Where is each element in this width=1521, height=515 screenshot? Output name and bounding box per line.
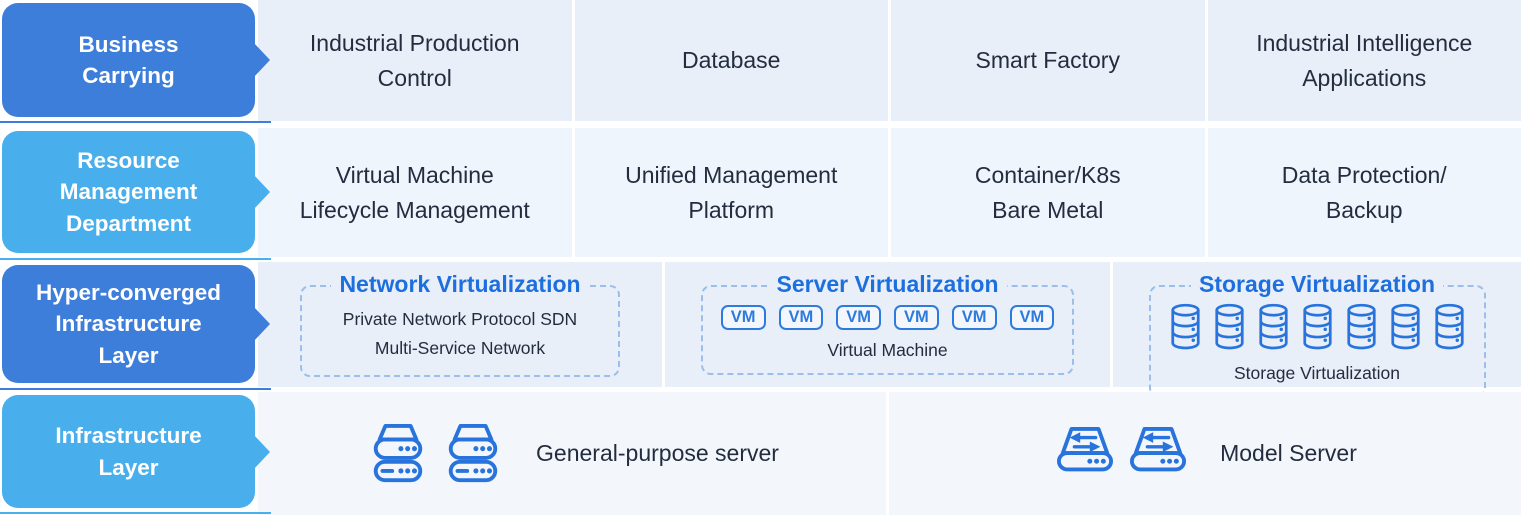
vm-chip-row: VM VM VM VM VM VM (720, 305, 1055, 330)
infrastructure-label: Infrastructure Layer (2, 395, 270, 508)
resource-management-label: Resource Management Department (2, 131, 270, 253)
vm-chip: VM (720, 305, 766, 330)
business-carrying-row: Industrial Production Control Database S… (258, 0, 1521, 121)
server-virtualization-title: Server Virtualization (768, 271, 1007, 298)
hyper-converged-label: Hyper-converged Infrastructure Layer (2, 265, 270, 383)
storage-virtualization-caption: Storage Virtualization (1233, 363, 1401, 383)
general-purpose-server-label: General-purpose server (536, 440, 779, 466)
row-divider-line (0, 512, 271, 514)
cell-unified-management-platform: Unified Management Platform (574, 128, 888, 257)
hyper-converged-label-text: Hyper-converged Infrastructure Layer (35, 279, 222, 368)
disk-transfer-icon (1053, 426, 1117, 482)
vm-chip: VM (836, 305, 881, 330)
storage-virtualization-section: Storage Virtualization Storage Virtualiz… (1113, 262, 1521, 398)
storage-cylinder-icon (1301, 302, 1334, 353)
storage-cylinder-icon (1345, 302, 1378, 353)
storage-virtualization-title: Storage Virtualization (1190, 271, 1443, 298)
row-divider-line (0, 388, 271, 390)
cell-database: Database (574, 0, 888, 121)
row-divider-line (0, 121, 271, 123)
label-arrow-icon (254, 434, 270, 469)
vm-chip: VM (778, 305, 824, 330)
hyper-converged-row: Network Virtualization Private Network P… (258, 262, 1521, 398)
network-virtualization-section: Network Virtualization Private Network P… (258, 262, 662, 387)
server-virtualization-caption: Virtual Machine (827, 340, 948, 360)
general-purpose-server-cell: General-purpose server (258, 392, 886, 515)
cell-smart-factory: Smart Factory (891, 0, 1205, 121)
rack-server-icon (365, 423, 431, 485)
disk-transfer-icon-group (1053, 426, 1190, 482)
label-arrow-icon (254, 307, 270, 341)
label-arrow-icon (254, 43, 270, 77)
resource-management-label-text: Resource Management Department (59, 147, 198, 236)
storage-cylinder-icon (1389, 302, 1422, 353)
business-carrying-label: Business Carrying (2, 3, 270, 117)
rack-server-icon-group (365, 423, 506, 485)
vm-chip: VM (1009, 305, 1055, 330)
resource-management-row: Virtual Machine Lifecycle Management Uni… (258, 128, 1521, 257)
storage-cylinder-icon (1169, 302, 1202, 353)
server-virtualization-box: Server Virtualization VM VM VM VM VM VM … (700, 271, 1075, 375)
label-arrow-icon (254, 175, 270, 209)
server-virtualization-section: Server Virtualization VM VM VM VM VM VM … (665, 262, 1110, 387)
infrastructure-row: General-purpose server Model Server (258, 392, 1521, 515)
business-carrying-label-text: Business Carrying (78, 31, 179, 89)
vm-chip: VM (894, 305, 939, 330)
model-server-label: Model Server (1220, 440, 1357, 466)
cell-industrial-production-control: Industrial Production Control (258, 0, 572, 121)
cell-vm-lifecycle-management: Virtual Machine Lifecycle Management (258, 128, 572, 257)
storage-virtualization-box: Storage Virtualization Storage Virtualiz… (1148, 271, 1486, 398)
cell-industrial-intelligence-applications: Industrial Intelligence Applications (1207, 0, 1521, 121)
disk-transfer-icon (1126, 426, 1190, 482)
storage-cylinder-icon (1433, 302, 1466, 353)
network-virtualization-title: Network Virtualization (331, 271, 589, 298)
row-divider-line (0, 258, 271, 260)
storage-cylinder-icon (1257, 302, 1290, 353)
model-server-cell: Model Server (889, 392, 1521, 515)
network-virtualization-details: Private Network Protocol SDN Multi-Servi… (342, 309, 578, 358)
cell-container-k8s-bare-metal: Container/K8s Bare Metal (891, 128, 1205, 257)
network-virtualization-box: Network Virtualization Private Network P… (300, 271, 620, 377)
rack-server-icon (440, 423, 506, 485)
storage-cylinder-icon (1213, 302, 1246, 353)
infrastructure-label-text: Infrastructure Layer (55, 423, 202, 480)
storage-cylinder-row (1169, 302, 1466, 353)
cell-data-protection-backup: Data Protection/ Backup (1207, 128, 1521, 257)
vm-chip: VM (951, 305, 997, 330)
